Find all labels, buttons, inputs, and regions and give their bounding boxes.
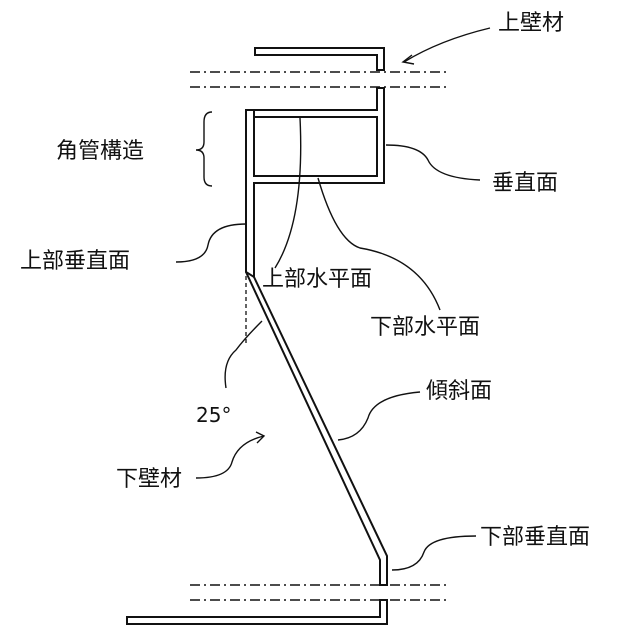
leader-vertical-face: [386, 145, 480, 180]
leader-upper-horizontal-face: [275, 118, 301, 268]
leader-lower-wall: [196, 436, 264, 478]
leader-angle: [225, 321, 262, 388]
leader-inclined-face: [338, 392, 420, 440]
square-tube-inner: [254, 117, 377, 176]
label-angle: 25°: [196, 403, 231, 427]
inclined-face-member: [246, 272, 387, 585]
label-lower-vertical-face: 下部垂直面: [480, 525, 590, 550]
lower-wall-member: [127, 600, 387, 624]
square-tube-bracket: [196, 112, 212, 186]
leader-lower-vertical-face: [392, 536, 476, 570]
label-inclined-face: 傾斜面: [426, 379, 492, 404]
label-vertical-face: 垂直面: [492, 171, 558, 196]
label-upper-horizontal-face: 上部水平面: [262, 267, 372, 292]
label-upper-wall: 上壁材: [498, 11, 564, 36]
leader-upper-vertical-face: [176, 224, 246, 262]
leader-upper-wall: [404, 28, 490, 62]
label-lower-wall: 下壁材: [116, 467, 182, 492]
upper-wall-member: [255, 48, 384, 70]
label-lower-horizontal-face: 下部水平面: [370, 315, 480, 340]
label-square-tube: 角管構造: [56, 139, 144, 164]
label-upper-vertical-face: 上部垂直面: [20, 249, 130, 274]
